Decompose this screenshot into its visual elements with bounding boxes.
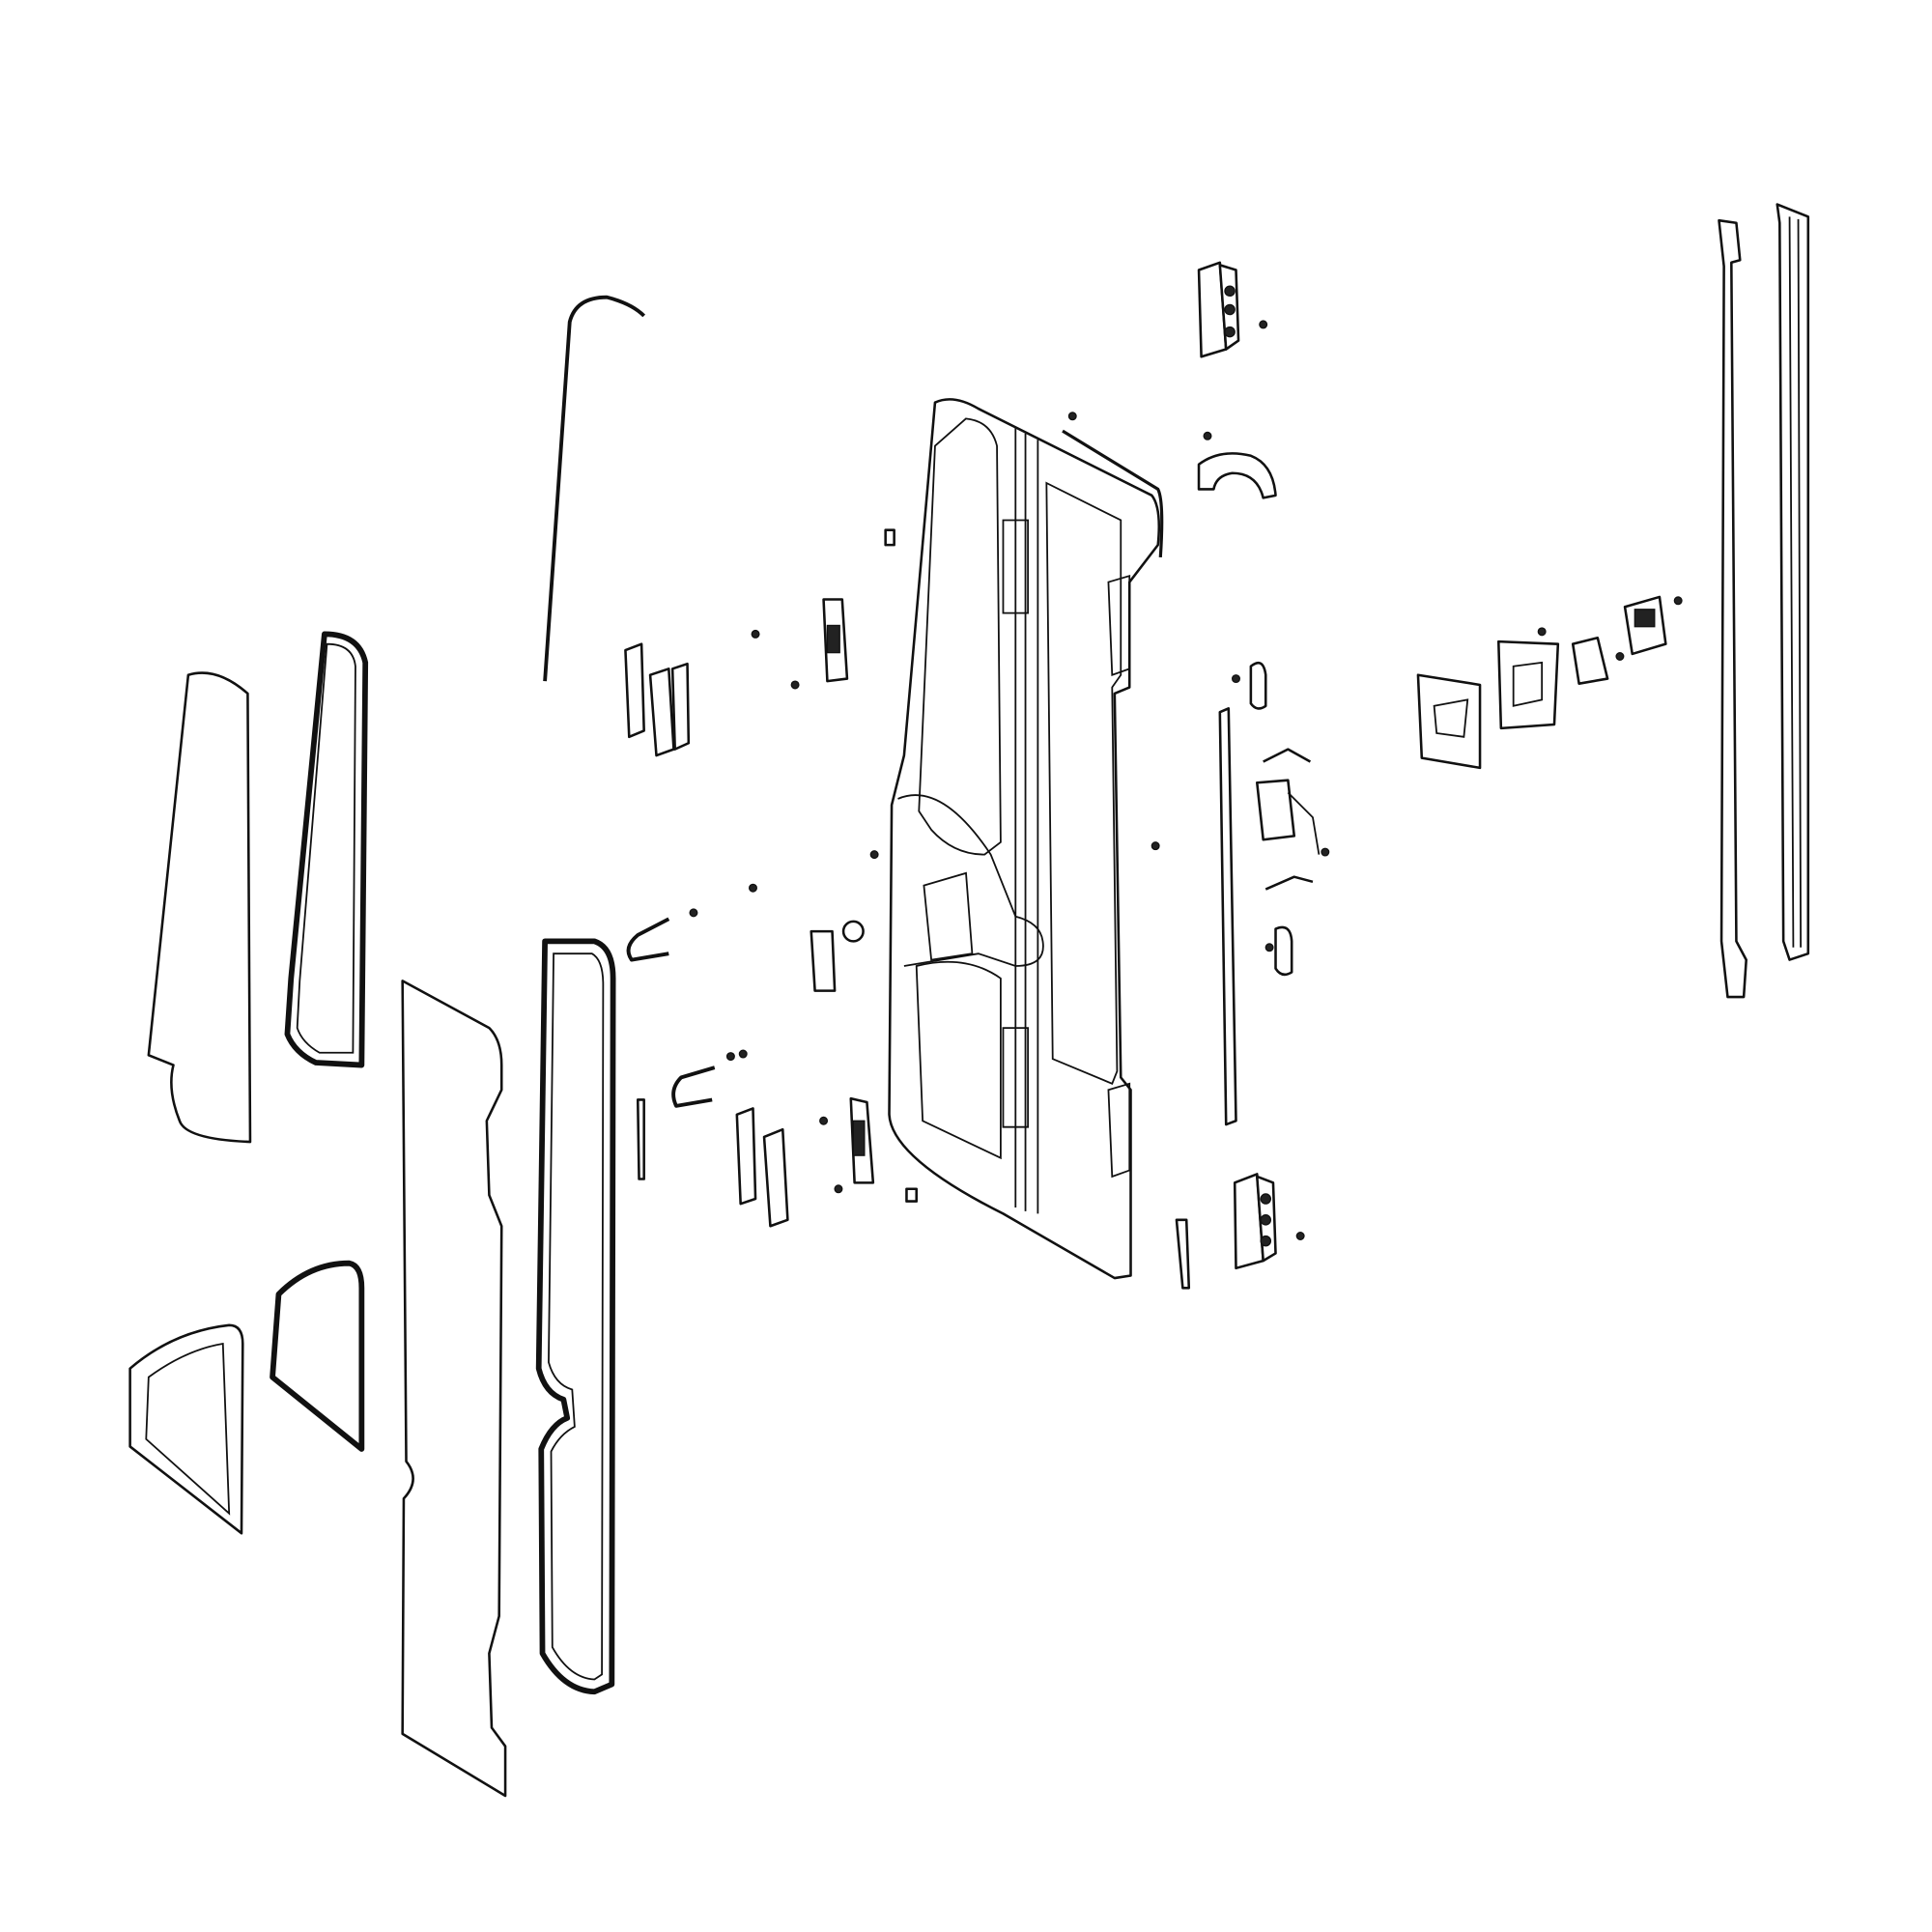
- grab-handle: [1197, 452, 1277, 499]
- mounting-plate-2: [1497, 639, 1560, 730]
- upper-window-seal-inner: [296, 642, 356, 1054]
- small-bent-rod: [1175, 1218, 1191, 1290]
- upper-door-hinge: [1197, 261, 1240, 358]
- door-shell: [888, 398, 1161, 1280]
- long-guide-rail-left: [1718, 218, 1747, 999]
- oval-cover-upper: [1249, 661, 1267, 710]
- oval-cover-lower: [1274, 925, 1293, 977]
- button-knob: [841, 920, 865, 943]
- lower-window-glass-inner: [145, 1342, 231, 1516]
- lower-hinge-bracket-pair: [735, 1107, 789, 1228]
- screw-fasteners: [689, 320, 1683, 1240]
- small-clip-block-lower: [905, 1187, 919, 1203]
- door-perimeter-seal-inner: [548, 952, 605, 1681]
- u-clip-lower: [671, 1065, 716, 1108]
- outer-handle-insert: [1634, 609, 1656, 628]
- interior-trim-panel: [401, 980, 507, 1798]
- long-guide-rail-right-groove: [1788, 216, 1802, 948]
- vertical-door-rod: [1218, 707, 1237, 1126]
- lower-latch: [849, 1096, 875, 1184]
- upper-hinge-bracket-pair: [624, 642, 691, 757]
- lock-housing: [1571, 636, 1609, 685]
- door-perimeter-seal: [535, 938, 616, 1695]
- mounting-plate-1: [1416, 673, 1482, 770]
- lower-window-glass: [128, 1323, 244, 1535]
- upper-guide-rod: [543, 295, 646, 682]
- lock-cylinder: [810, 929, 837, 992]
- upper-window-glass: [147, 671, 252, 1144]
- lower-door-hinge: [1233, 1173, 1277, 1270]
- top-edge-strip: [1062, 429, 1164, 558]
- mounting-plate-1-cutout: [1433, 698, 1469, 738]
- u-clip-upper: [626, 917, 670, 962]
- small-pin: [636, 1098, 645, 1180]
- mounting-plate-2-cutout: [1512, 661, 1544, 707]
- upper-latch: [822, 598, 849, 683]
- lower-window-seal: [270, 1260, 365, 1452]
- latch-mechanism: [1256, 748, 1321, 891]
- upper-window-seal: [284, 631, 369, 1068]
- small-clip-block: [884, 528, 895, 547]
